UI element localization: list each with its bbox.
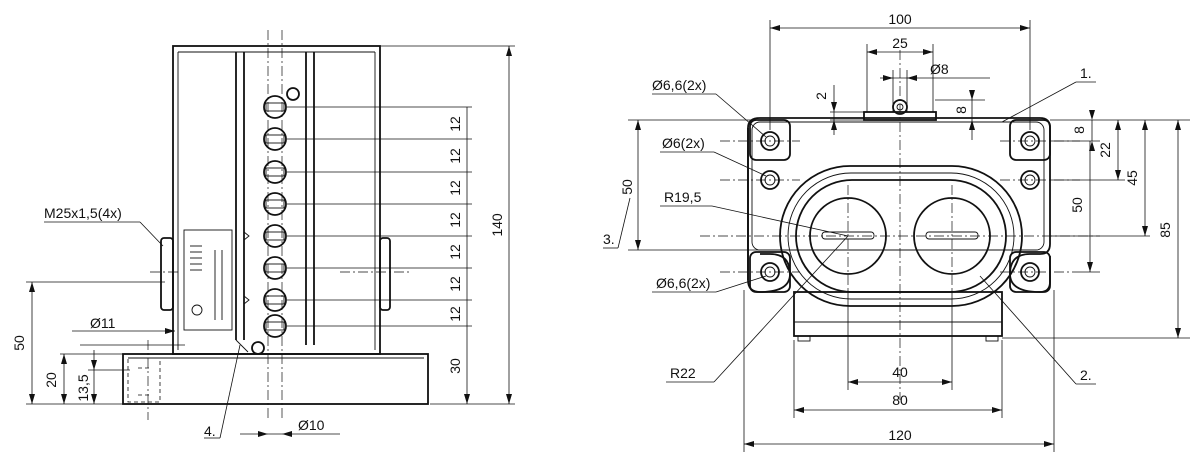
dim-hole-66-bottom: Ø6,6(2x) [656, 275, 710, 291]
dim-pitch: 12 [447, 276, 463, 292]
side-screw-bottom [251, 341, 265, 355]
dim-25: 25 [892, 35, 908, 51]
dim-width-100: 100 [888, 11, 912, 27]
dim-8-top: 8 [953, 106, 969, 114]
dim-right-22: 22 [1097, 142, 1113, 158]
dim-left-20: 20 [43, 372, 59, 388]
dim-pitch: 12 [447, 306, 463, 322]
dim-pitch: 12 [447, 148, 463, 164]
dim-left-50: 50 [619, 179, 635, 195]
dim-left-50: 50 [11, 335, 27, 351]
front-housing-outline [747, 117, 1051, 293]
callout-2: 2. [1080, 367, 1092, 383]
dim-120: 120 [888, 427, 912, 443]
side-screw-top [286, 87, 300, 101]
dim-bottom-30: 30 [447, 358, 463, 374]
dim-height-140: 140 [489, 213, 505, 237]
side-cam-pins [263, 95, 287, 338]
dim-pitch: 12 [447, 116, 463, 132]
dim-thread-m25: M25x1,5(4x) [44, 205, 122, 221]
dim-right-8: 8 [1071, 126, 1087, 134]
dim-hole-11: Ø11 [90, 315, 116, 331]
dim-r22: R22 [670, 365, 696, 381]
side-gland-right [379, 237, 391, 311]
dim-roller-10: Ø10 [298, 417, 325, 433]
front-view: 100 25 Ø8 2 8 Ø6,6(2x) Ø6(2x) R1 [603, 11, 1190, 452]
dim-40: 40 [892, 364, 908, 380]
dim-pitch: 12 [447, 212, 463, 228]
dim-r19-5: R19,5 [664, 189, 702, 205]
dim-left-13-5: 13,5 [75, 374, 91, 401]
side-base-plate [122, 353, 429, 405]
callout-4: 4. [204, 423, 216, 439]
dim-80: 80 [892, 392, 908, 408]
dim-pitch: 12 [447, 244, 463, 260]
dim-hole-6: Ø6(2x) [662, 135, 705, 151]
side-gland-left [160, 237, 174, 311]
dim-pitch: 12 [447, 180, 463, 196]
side-view: 140 12 12 12 12 12 12 12 30 M25x1,5(4x) … [11, 30, 515, 439]
dim-right-85: 85 [1157, 222, 1173, 238]
dim-2: 2 [813, 92, 829, 100]
dim-right-50: 50 [1069, 197, 1085, 213]
dim-right-45: 45 [1124, 170, 1140, 186]
label-plate [183, 229, 233, 331]
dim-roller-8: Ø8 [930, 61, 949, 77]
callout-1: 1. [1080, 65, 1092, 81]
dim-hole-66-top: Ø6,6(2x) [652, 77, 706, 93]
callout-3: 3. [603, 231, 615, 247]
